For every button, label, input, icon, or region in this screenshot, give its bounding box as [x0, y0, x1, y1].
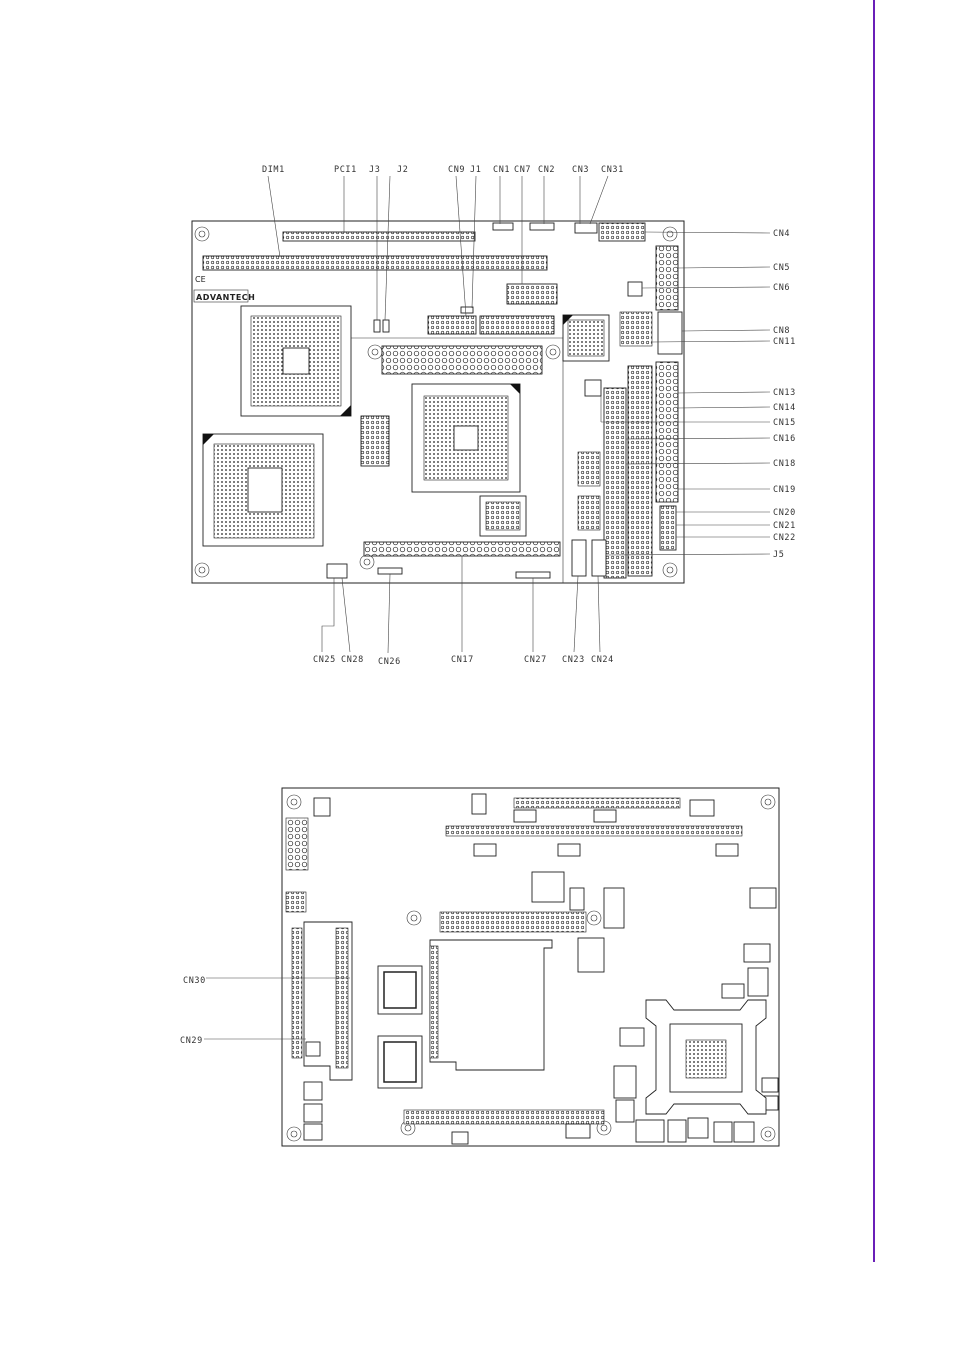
label-cn22: CN22 — [773, 533, 796, 543]
label-cn26: CN26 — [378, 657, 401, 667]
label-cn8: CN8 — [773, 326, 790, 336]
label-j3: J3 — [369, 165, 380, 175]
label-cn2: CN2 — [538, 165, 555, 175]
pci-slot — [283, 232, 475, 241]
cn9-connector — [428, 316, 476, 334]
top-view-board: CE ADVANTECH — [192, 221, 684, 583]
cn31-header — [599, 223, 645, 241]
cn1-header — [493, 223, 513, 230]
label-cn27: CN27 — [524, 655, 547, 665]
advantech-logo: CE ADVANTECH — [194, 275, 255, 302]
label-cn31: CN31 — [601, 165, 624, 175]
label-j1: J1 — [470, 165, 481, 175]
bottom-view-board — [282, 788, 779, 1146]
cn3-header — [575, 223, 597, 233]
label-cn15: CN15 — [773, 418, 796, 428]
cn11-connector — [620, 312, 652, 346]
label-cn1: CN1 — [493, 165, 510, 175]
label-cn29: CN29 — [180, 1036, 203, 1046]
label-cn9: CN9 — [448, 165, 465, 175]
cn7-header — [507, 284, 557, 304]
svg-text:ADVANTECH: ADVANTECH — [196, 293, 255, 302]
label-j5: J5 — [773, 550, 784, 560]
cn15-chip — [585, 380, 601, 396]
label-cn14: CN14 — [773, 403, 796, 413]
label-cn7: CN7 — [514, 165, 531, 175]
cn26-connector — [378, 568, 402, 574]
label-cn28: CN28 — [341, 655, 364, 665]
label-cn24: CN24 — [591, 655, 614, 665]
cn8-connector — [658, 312, 682, 354]
cn25-cn28-connector — [327, 564, 347, 578]
ide-header — [382, 346, 542, 374]
top-view-bottom-labels: CN25 CN28 CN26 CN17 CN27 CN23 CN24 — [313, 655, 614, 667]
label-cn6: CN6 — [773, 283, 790, 293]
cn6-connector — [628, 282, 642, 296]
cn27-connector — [516, 572, 550, 578]
j2-jumper — [383, 320, 389, 332]
label-cn18: CN18 — [773, 459, 796, 469]
dimm-slot — [203, 256, 547, 270]
cn9-connector-2 — [480, 316, 554, 334]
cn16-header — [604, 388, 626, 578]
label-cn19: CN19 — [773, 485, 796, 495]
label-dim1: DIM1 — [262, 165, 285, 175]
cn24-connector — [592, 540, 606, 576]
label-cn20: CN20 — [773, 508, 796, 518]
j1-jumper — [461, 307, 473, 313]
label-cn30: CN30 — [183, 976, 206, 986]
label-cn13: CN13 — [773, 388, 796, 398]
label-cn3: CN3 — [572, 165, 589, 175]
bottom-plcc-chip — [532, 872, 564, 902]
j3-jumper — [374, 320, 380, 332]
svg-text:CE: CE — [195, 275, 206, 284]
label-j2: J2 — [397, 165, 408, 175]
top-view-right-labels: CN4 CN5 CN6 CN8 CN11 CN13 CN14 CN15 CN16… — [773, 229, 796, 560]
label-cn17: CN17 — [451, 655, 474, 665]
cn2-header — [530, 223, 554, 230]
top-view-top-labels: DIM1 PCI1 J3 J2 CN9 J1 CN1 CN7 CN2 CN3 C… — [262, 165, 624, 175]
label-cn11: CN11 — [773, 337, 796, 347]
compactflash-socket — [430, 940, 552, 1070]
label-cn16: CN16 — [773, 434, 796, 444]
label-cn5: CN5 — [773, 263, 790, 273]
cn20-cn22-header — [660, 506, 676, 550]
label-pci1: PCI1 — [334, 165, 357, 175]
label-cn4: CN4 — [773, 229, 790, 239]
label-cn23: CN23 — [562, 655, 585, 665]
label-cn21: CN21 — [773, 521, 796, 531]
cn5-connector — [656, 246, 678, 310]
label-cn25: CN25 — [313, 655, 336, 665]
right-mid-header — [628, 366, 652, 576]
cn17-connector — [364, 542, 560, 556]
cn23-connector — [572, 540, 586, 576]
cn13-cn19-header-stack — [656, 362, 678, 502]
top-view-bottom-leaders — [322, 556, 600, 653]
memory-chip — [361, 416, 389, 466]
